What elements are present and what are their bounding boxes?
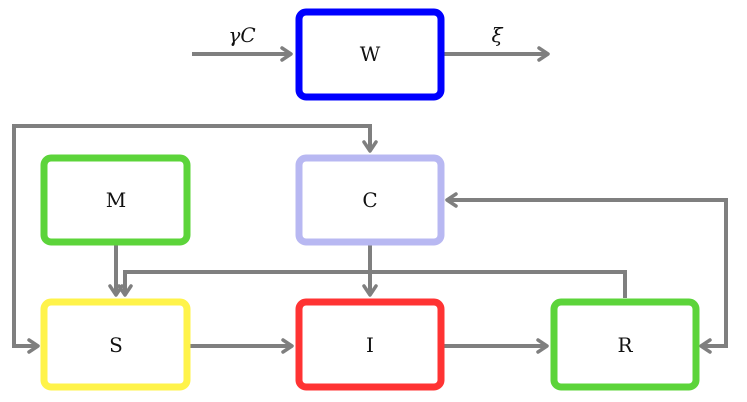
edge-inflow-w-label: γC	[228, 23, 255, 47]
node-s-label: S	[109, 333, 123, 357]
edge-r-to-s-line	[123, 270, 627, 298]
node-s-box	[40, 298, 191, 391]
edge-r-to-c-arrowhead	[445, 192, 458, 208]
edge-s-to-c-line	[12, 124, 372, 348]
edges: γC ξ	[12, 23, 728, 354]
node-w-box	[295, 8, 445, 101]
node-r-box	[550, 298, 700, 391]
edge-r-to-s-arrowhead	[117, 284, 133, 297]
edge-c-to-i-arrowhead	[362, 284, 378, 297]
edge-s-to-i-arrowhead	[281, 338, 294, 354]
node-i: I	[295, 298, 445, 391]
nodes: W M C S I R	[40, 8, 700, 391]
edge-inflow-w-arrowhead	[280, 46, 293, 62]
edge-i-to-r-arrowhead	[536, 338, 549, 354]
edge-c-to-r-arrowhead	[699, 338, 712, 354]
node-m-box	[40, 154, 191, 246]
edge-i-to-r	[444, 338, 549, 354]
edge-s-to-c-arrowhead	[362, 140, 378, 153]
node-i-box	[295, 298, 445, 391]
node-c: C	[295, 154, 445, 246]
edge-outflow-w-arrowhead	[537, 46, 550, 62]
edge-r-c-loop-line	[448, 198, 728, 348]
edge-s-to-c	[12, 124, 378, 354]
node-r: R	[550, 298, 700, 391]
edge-outflow-w: ξ	[443, 23, 550, 62]
edge-outflow-w-label: ξ	[491, 23, 503, 47]
edge-s-to-i	[190, 338, 294, 354]
node-r-label: R	[617, 333, 633, 357]
node-c-box	[295, 154, 445, 246]
node-m-label: M	[106, 188, 126, 212]
edge-s-entry-arrowhead	[27, 338, 40, 354]
node-m: M	[40, 154, 191, 246]
edge-r-c-loop	[445, 192, 728, 354]
node-s: S	[40, 298, 191, 391]
edge-inflow-w: γC	[192, 23, 293, 62]
edge-r-to-s	[117, 270, 627, 298]
node-w: W	[295, 8, 445, 101]
node-c-label: C	[362, 188, 377, 212]
node-i-label: I	[366, 333, 374, 357]
edge-c-to-i	[362, 245, 378, 297]
node-w-label: W	[360, 42, 381, 66]
